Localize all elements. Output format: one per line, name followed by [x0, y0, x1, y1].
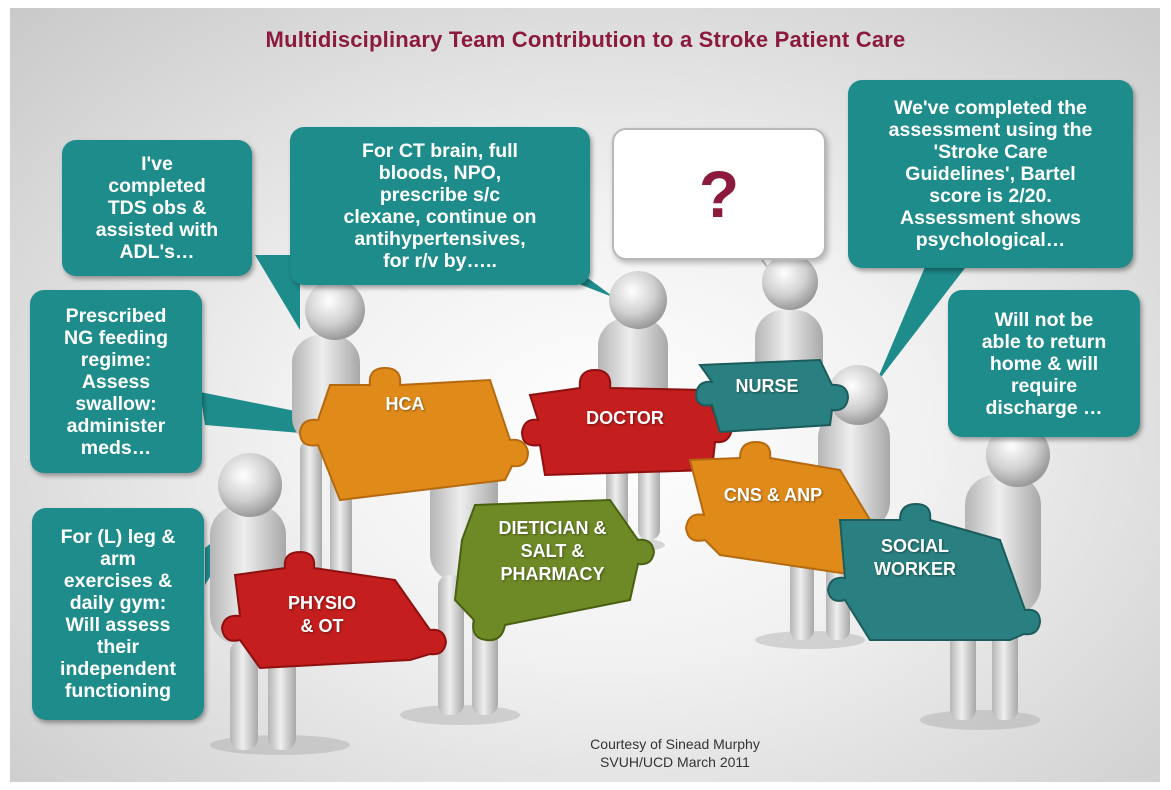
credit-line-1: Courtesy of Sinead Murphy [590, 736, 760, 752]
hca-callout: I've completed TDS obs & assisted with A… [62, 140, 252, 276]
credit-note: Courtesy of Sinead Murphy SVUH/UCD March… [560, 735, 790, 771]
puzzle-piece-dietician [453, 498, 656, 642]
puzzle-piece-social [826, 502, 1042, 641]
credit-line-2: SVUH/UCD March 2011 [600, 754, 750, 770]
piece-label-dietician: DIETICIAN & SALT & PHARMACY [498, 518, 607, 584]
question-mark: ? [698, 157, 740, 231]
puzzle-piece-nurse [694, 358, 850, 434]
puzzle-piece-hca [298, 366, 530, 502]
doctor-callout: For CT brain, full bloods, NPO, prescrib… [290, 127, 590, 285]
piece-label-doctor: DOCTOR [586, 408, 664, 428]
question-callout: ? [612, 128, 826, 260]
slide-title: Multidisciplinary Team Contribution to a… [265, 27, 906, 52]
piece-label-physio: PHYSIO & OT [287, 593, 357, 636]
piece-label-hca: HCA [385, 394, 425, 414]
dietician-callout: Prescribed NG feeding regime: Assess swa… [30, 290, 202, 473]
piece-label-cns-anp: CNS & ANP [723, 485, 823, 505]
social-worker-callout: Will not be able to return home & will r… [948, 290, 1140, 437]
physio-callout: For (L) leg & arm exercises & daily gym:… [32, 508, 204, 720]
piece-label-nurse: NURSE [735, 376, 799, 396]
piece-label-social-worker: SOCIAL WORKER [874, 536, 956, 579]
nurse-specialist-callout: We've completed the assessment using the… [848, 80, 1133, 268]
puzzle-piece-physio [220, 550, 448, 670]
